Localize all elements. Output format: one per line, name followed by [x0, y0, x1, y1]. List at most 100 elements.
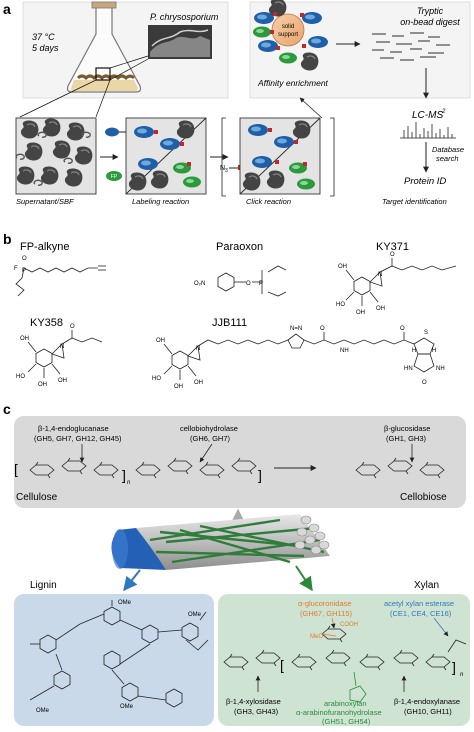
cellulose-chain: [ ] n ] — [14, 457, 262, 486]
lignin-box — [14, 594, 214, 726]
bead-label-line2: support — [278, 32, 298, 38]
svg-text:OMe: OMe — [36, 708, 50, 714]
svg-text:O₂N: O₂N — [194, 281, 205, 287]
svg-text:OMe: OMe — [188, 612, 202, 618]
panel-a-letter: a — [3, 1, 11, 17]
endoglucanase-families: (GH5, GH7, GH12, GH45) — [34, 434, 122, 443]
svg-text:OH: OH — [58, 378, 67, 384]
acetyl-xylan-esterase-families: (CE1, CE4, CE16) — [390, 609, 452, 618]
step-4-label: Target identification — [382, 197, 447, 206]
glucosidase-families: (GH1, GH3) — [386, 434, 427, 443]
svg-text:OH: OH — [174, 384, 183, 390]
jjb111-structure — [163, 332, 435, 380]
db-search-line1: Database — [432, 145, 464, 154]
svg-text:H: H — [432, 348, 436, 354]
ky358-title: KY358 — [30, 317, 63, 329]
svg-text:P: P — [259, 281, 263, 287]
svg-text:F: F — [14, 266, 18, 272]
svg-text:NH: NH — [436, 366, 445, 372]
glucosidase-label: β-glucosidase — [384, 424, 430, 433]
svg-text:n: n — [460, 672, 464, 678]
svg-text:O: O — [320, 326, 325, 332]
svg-text:O: O — [70, 324, 75, 330]
svg-text:MeO: MeO — [310, 634, 323, 640]
xylosidase-label: β-1,4-xylosidase — [226, 697, 281, 706]
svg-text:HN: HN — [404, 366, 413, 372]
organism-label: P. chrysosporium — [150, 12, 219, 22]
endoxylanase-label: β-1,4-endoxylanase — [394, 697, 460, 706]
fp-alkyne-title: FP-alkyne — [20, 241, 70, 253]
svg-text:OH: OH — [194, 380, 203, 386]
svg-text:O: O — [390, 252, 395, 258]
cellobiohydrolase-label: cellobiohydrolase — [180, 424, 238, 433]
mass-spectrum-icon — [400, 122, 456, 139]
svg-text:N: N — [378, 272, 382, 278]
svg-text:O: O — [22, 256, 27, 262]
ky358-structure — [27, 330, 103, 378]
svg-text:O: O — [400, 326, 405, 332]
arabinofuranohydrolase-families: (GH51, GH54) — [322, 717, 371, 726]
svg-text:HO: HO — [16, 374, 25, 380]
svg-text:OH: OH — [338, 264, 347, 270]
fp-probe-label: FP — [111, 174, 118, 180]
xylosidase-families: (GH3, GH43) — [234, 707, 279, 716]
svg-text:]: ] — [122, 467, 126, 483]
cellulose-box — [14, 416, 466, 508]
panel-c-letter: c — [3, 401, 11, 417]
ky371-title: KY371 — [376, 241, 409, 253]
svg-text:OH: OH — [376, 306, 385, 312]
step-2-label: Labeling reaction — [132, 197, 189, 206]
svg-text:OH: OH — [156, 338, 165, 344]
workflow-steps: Supernatant/SBF FP Labeling reaction N 3 — [15, 97, 464, 206]
fp-probe-icon: FP — [106, 171, 122, 181]
azide-reagent: N 3 — [220, 165, 243, 174]
arrow-to-enrichment — [299, 97, 323, 119]
db-search-line2: search — [436, 154, 459, 163]
svg-text:OMe: OMe — [118, 600, 132, 606]
svg-text:N: N — [220, 165, 225, 172]
cellobiose-label: Cellobiose — [400, 492, 447, 503]
lcms-superscript: 2 — [441, 109, 446, 115]
svg-text:3: 3 — [225, 168, 228, 174]
paraoxon-title: Paraoxon — [216, 241, 263, 253]
svg-text:HO: HO — [152, 376, 161, 382]
svg-text:]: ] — [452, 659, 456, 675]
protein-id-label: Protein ID — [404, 176, 446, 187]
svg-text:n: n — [127, 480, 131, 486]
panel-b-letter: b — [3, 231, 12, 247]
lcms-label: LC-MS — [412, 110, 443, 121]
digest-label-line1: Tryptic — [417, 6, 444, 16]
solid-support-bead — [253, 0, 328, 72]
svg-text:]: ] — [258, 467, 262, 483]
svg-text:OH: OH — [38, 382, 47, 388]
lignin-structure — [29, 600, 209, 708]
xylan-box — [218, 594, 470, 726]
panel-b: b FP-alkyne F P O Paraoxon O₂N O P KY371 — [3, 231, 457, 390]
cellulose-label: Cellulose — [16, 492, 58, 503]
flask-duration: 5 days — [32, 43, 59, 53]
glucoronidase-families: (GH67, GH115) — [300, 609, 352, 618]
flask-icon — [66, 1, 142, 93]
svg-text:OH: OH — [356, 310, 365, 316]
step-3-label: Click reaction — [246, 197, 291, 206]
panel-a: a 37 °C 5 days P. chrysosporium — [3, 0, 471, 118]
step-1-label: Supernatant/SBF — [16, 197, 74, 206]
acetyl-xylan-esterase-label: acetyl xylan esterase — [384, 599, 454, 608]
ky371-structure — [345, 258, 457, 306]
bead-label-line1: solid — [282, 24, 294, 30]
endoxylanase-families: (GH10, GH11) — [404, 707, 452, 716]
xylan-label: Xylan — [414, 580, 439, 591]
flask-temperature: 37 °C — [32, 32, 55, 42]
affinity-enrichment-label: Affinity enrichment — [257, 78, 329, 88]
svg-text:COOH: COOH — [340, 622, 358, 628]
svg-text:OMe: OMe — [120, 704, 134, 710]
svg-text:N: N — [60, 344, 64, 350]
panel-c: c β-1,4-endoglucanase (GH5, GH7, GH12, G… — [3, 401, 470, 726]
lignocellulose-fiber — [111, 508, 330, 592]
svg-text:[: [ — [14, 461, 18, 477]
svg-text:[: [ — [280, 657, 284, 673]
peptide-fragments — [372, 32, 450, 61]
svg-text:P: P — [22, 268, 26, 274]
svg-text:N=N: N=N — [290, 326, 302, 332]
